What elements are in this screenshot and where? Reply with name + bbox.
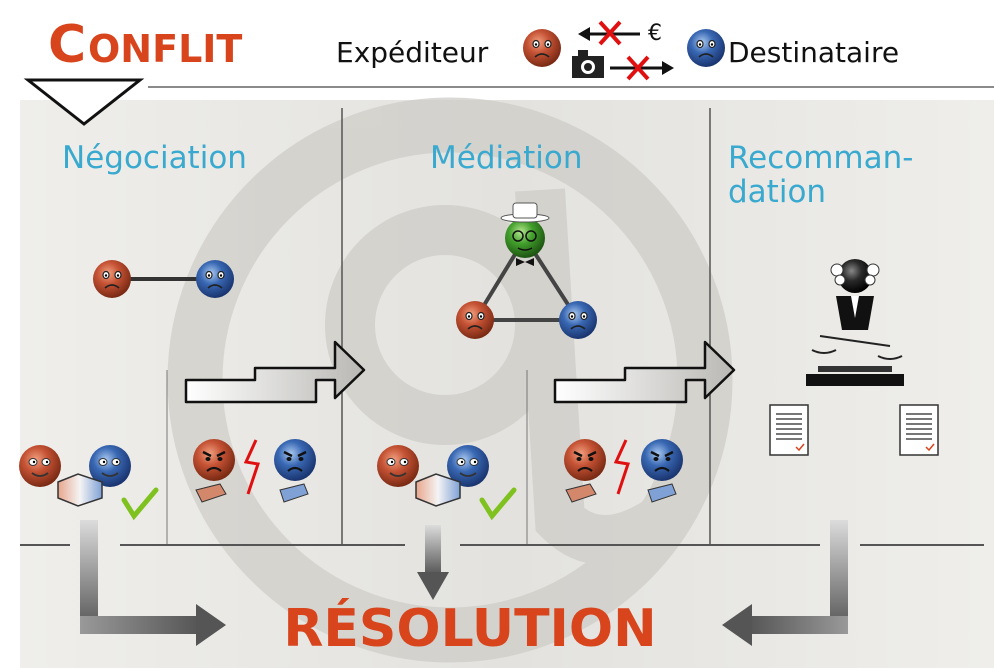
camera-icon (572, 50, 604, 78)
mediator-icon (500, 202, 550, 266)
sender-happy-face-icon (376, 444, 420, 488)
handshake-icon (57, 473, 103, 507)
resolution-label: RÉSOLUTION (283, 598, 656, 659)
hand-icon (279, 483, 309, 503)
sender-face-icon (455, 300, 495, 340)
title-first-letter: C (48, 15, 86, 75)
lightning-icon (243, 439, 260, 495)
sender-angry-face-icon (562, 437, 608, 483)
euro-symbol: € (648, 21, 662, 46)
sender-face-icon (522, 28, 562, 68)
cross-icon (598, 20, 622, 46)
handshake-icon (415, 473, 461, 507)
hand-icon (195, 483, 227, 503)
title-rest: ONFLIT (88, 27, 242, 71)
column-label-negotiation: Négociation (62, 140, 247, 176)
recipient-face-icon (558, 300, 598, 340)
scales-icon (806, 335, 904, 386)
lightning-icon (613, 439, 630, 495)
arrow-down-icon (417, 525, 449, 600)
recipient-label: Destinataire (728, 36, 899, 69)
document-icon (899, 404, 939, 456)
recipient-angry-face-icon (639, 437, 685, 483)
arrow-head (662, 61, 674, 75)
recipient-face-icon (686, 28, 726, 68)
column-label-recommendation-1: Recomman- (728, 140, 913, 176)
step-arrow-2 (553, 340, 736, 404)
hand-icon (647, 483, 677, 503)
column-label-mediation: Médiation (430, 140, 583, 176)
recipient-face-icon (195, 259, 235, 299)
step-arrow-1 (184, 340, 366, 404)
recipient-angry-face-icon (272, 437, 318, 483)
hand-icon (565, 483, 597, 503)
check-icon (121, 487, 159, 521)
document-icon (769, 404, 809, 456)
check-icon (479, 487, 517, 521)
dropdown-triangle-icon (23, 78, 145, 126)
sender-face-icon (92, 259, 132, 299)
arrow-to-resolution-left (80, 520, 226, 646)
sender-angry-face-icon (191, 437, 237, 483)
sender-label: Expéditeur (336, 36, 489, 69)
column-label-recommendation-2: dation (728, 174, 826, 210)
sender-happy-face-icon (18, 444, 62, 488)
cross-icon (626, 55, 650, 81)
arrow-to-resolution-right (722, 520, 848, 646)
judge-icon (830, 259, 880, 330)
